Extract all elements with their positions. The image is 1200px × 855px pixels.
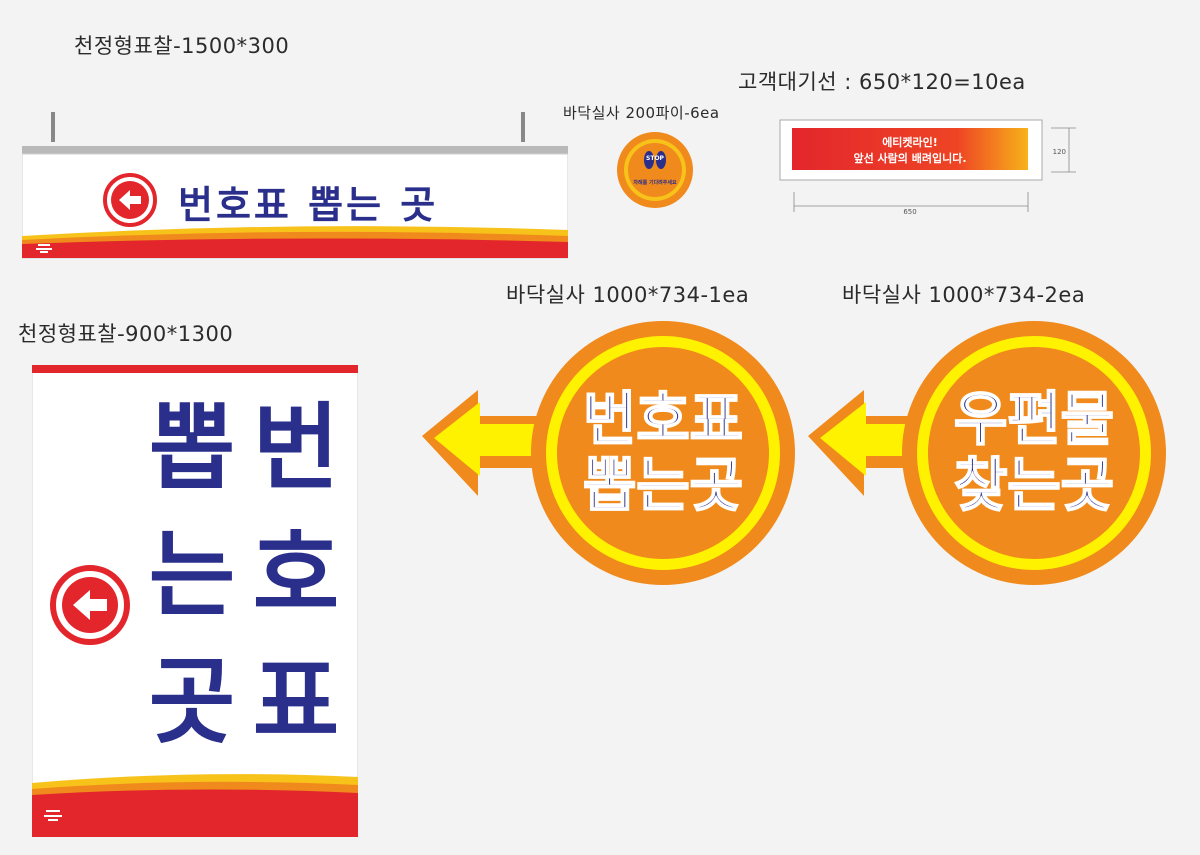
tall-ceiling-sign: 뽑 는 곳 번 호 표	[31, 364, 359, 838]
small-sticker-top-text: STOP	[646, 155, 665, 162]
caption-floor-small: 바닥실사 200파이-6ea	[563, 104, 720, 122]
floor-sticker-1-line2: 뽑는곳	[582, 451, 744, 519]
tall-sign-char: 곳	[148, 648, 236, 757]
floor-sticker-1-line1: 번호표	[582, 385, 744, 453]
left-arrow-icon	[50, 565, 130, 645]
queue-dim-height: 120	[1053, 148, 1066, 156]
tall-sign-char: 뽑	[148, 394, 236, 503]
floor-sticker-1-text: 번호표 뽑는곳	[538, 385, 788, 519]
caption-ceiling-sign-tall: 천정형표찰-900*1300	[18, 322, 234, 346]
floor-sticker-1: 번호표 뽑는곳	[418, 318, 798, 588]
hanger-rod-right	[521, 112, 525, 142]
caption-queue-line: 고객대기선 : 650*120=10ea	[738, 70, 1026, 94]
small-sticker-bottom-text: 차례를 기다려주세요	[633, 179, 677, 186]
tall-sign-char: 는	[148, 521, 236, 630]
floor-sticker-2-text: 우편물 찾는곳	[909, 385, 1159, 519]
caption-ceiling-sign-wide: 천정형표찰-1500*300	[74, 34, 290, 58]
floor-sticker-2-line2: 찾는곳	[953, 451, 1115, 519]
queue-line-drawing: 에티켓라인! 앞선 사람의 배려입니다. 120 650	[776, 116, 1086, 216]
tall-sign-char: 표	[252, 648, 340, 757]
korea-post-logo-icon	[36, 244, 52, 253]
footprints-icon	[644, 151, 666, 169]
queue-dim-width: 650	[903, 208, 916, 216]
tall-sign-char: 번	[252, 394, 340, 503]
caption-floor-large-1: 바닥실사 1000*734-1ea	[506, 283, 750, 307]
left-arrow-icon	[103, 173, 157, 227]
tall-sign-col-right: 번 호 표	[246, 385, 346, 766]
tall-sign-char: 호	[252, 521, 340, 630]
hanger-rod-left	[51, 112, 55, 142]
korea-post-logo-icon	[44, 810, 62, 821]
wide-sign-text: 번호표 뽑는 곳	[178, 183, 439, 227]
tall-sign-col-left: 뽑 는 곳	[142, 385, 242, 766]
floor-sticker-2-line1: 우편물	[953, 385, 1115, 453]
caption-floor-large-2: 바닥실사 1000*734-2ea	[842, 283, 1086, 307]
queue-line-text-2: 앞선 사람의 배려입니다.	[853, 151, 966, 165]
wide-ceiling-sign: 번호표 뽑는 곳	[21, 112, 569, 262]
queue-line-text-1: 에티켓라인!	[882, 135, 938, 149]
floor-sticker-2: 우편물 찾는곳	[804, 318, 1184, 588]
floor-small-sticker: STOP 차례를 기다려주세요	[615, 130, 695, 210]
